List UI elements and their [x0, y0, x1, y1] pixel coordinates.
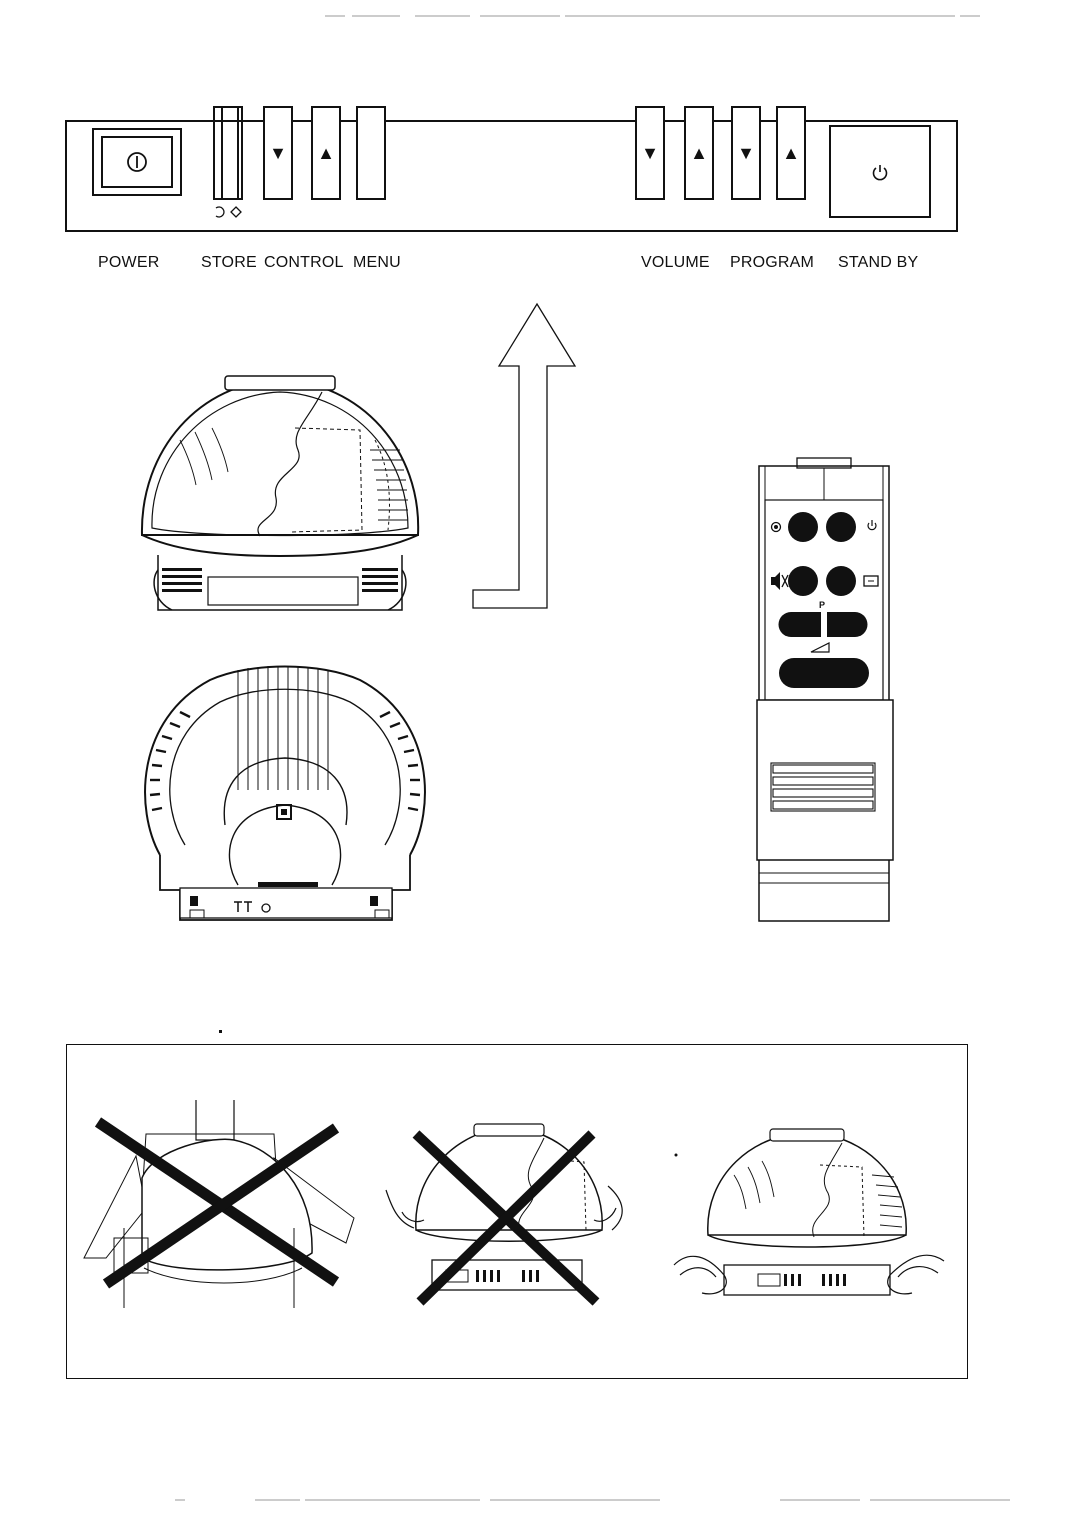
direction-arrow-icon: [472, 302, 577, 609]
control-label: CONTROL: [264, 254, 344, 271]
volume-label: VOLUME: [641, 254, 710, 271]
program-down-button[interactable]: ▼: [731, 106, 761, 200]
power-icon: [127, 152, 147, 172]
standby-button[interactable]: [829, 125, 931, 218]
scan-artifact-bottom: [175, 1499, 1010, 1501]
control-up-label: ▲: [317, 142, 335, 163]
program-down-label: ▼: [737, 142, 755, 163]
stray-dot: [219, 1030, 222, 1033]
store-indicator-icon: [215, 206, 242, 218]
store-switch[interactable]: [213, 106, 243, 200]
cross-mark-icon: [94, 1117, 340, 1289]
power-button[interactable]: [92, 128, 182, 196]
wrong-handling-box-illustration: [83, 1100, 355, 1308]
cross-mark-icon: [412, 1130, 600, 1306]
remote-buttons: [778, 512, 869, 688]
power-label: POWER: [98, 254, 160, 271]
volume-up-label: ▲: [690, 142, 708, 163]
standby-icon: [872, 164, 888, 180]
volume-ramp-icon: [810, 642, 830, 653]
control-panel: [65, 120, 958, 232]
screen-icon: [863, 575, 879, 587]
wrong-handling-sides-illustration: [385, 1123, 623, 1306]
menu-label: MENU: [353, 254, 401, 271]
standby-label: STAND BY: [838, 254, 919, 271]
program-up-label: ▲: [782, 142, 800, 163]
menu-button[interactable]: [356, 106, 386, 200]
handling-instructions-frame: [66, 1044, 968, 1379]
control-down-button[interactable]: ▼: [263, 106, 293, 200]
remote-control-illustration: [756, 457, 894, 922]
volume-down-button[interactable]: ▼: [635, 106, 665, 200]
standby-icon: [867, 522, 877, 531]
remote-program-label: P: [819, 600, 826, 610]
volume-up-button[interactable]: ▲: [684, 106, 714, 200]
program-up-button[interactable]: ▲: [776, 106, 806, 200]
scan-artifact-top: [325, 15, 980, 17]
volume-down-label: ▼: [641, 142, 659, 163]
program-label: PROGRAM: [730, 254, 815, 271]
mute-icon: [771, 572, 789, 590]
correct-handling-illustration: [673, 1128, 945, 1296]
control-up-button[interactable]: ▲: [311, 106, 341, 200]
store-label: STORE: [201, 254, 257, 271]
tv-rear-illustration: [144, 665, 426, 921]
tv-front-illustration: [140, 375, 420, 611]
control-down-label: ▼: [269, 142, 287, 163]
